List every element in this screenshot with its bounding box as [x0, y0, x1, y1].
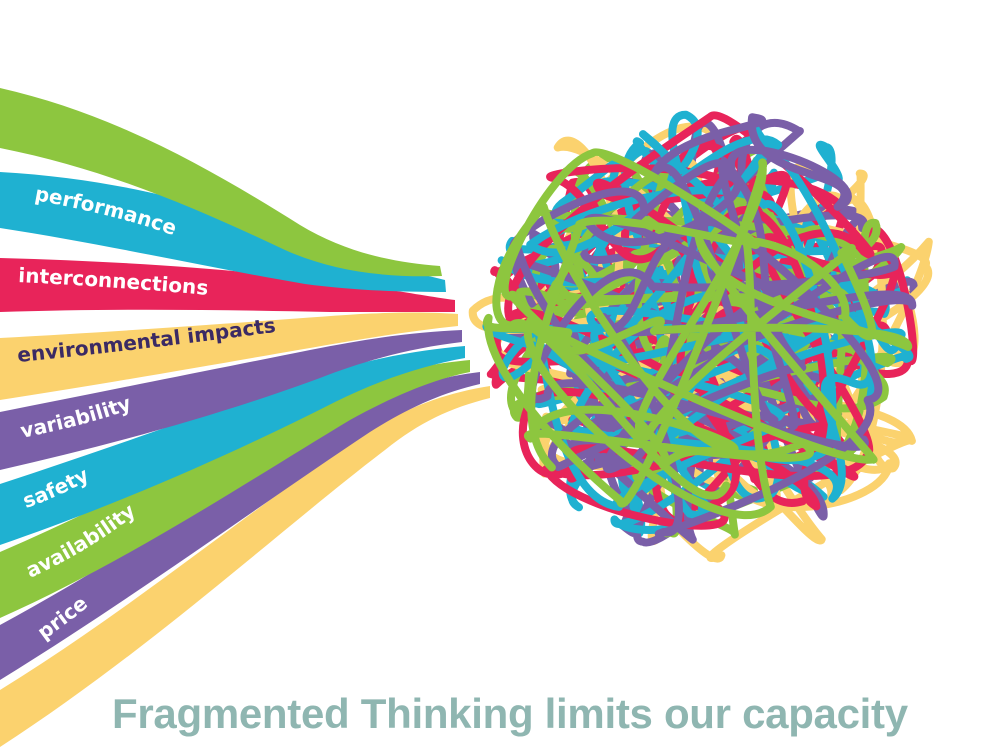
ribbon-variability [0, 330, 462, 470]
ribbon-yellow-bottom [0, 386, 490, 747]
ribbon-interconnections [0, 258, 455, 312]
ribbon-green-top [0, 88, 442, 277]
ribbon-environmental-impacts [0, 312, 458, 400]
ribbon-price [0, 372, 480, 680]
caption-text: Fragmented Thinking limits our capacity [112, 690, 908, 737]
yarn-strand-green [483, 147, 913, 519]
yarn-strand-purple [509, 113, 917, 538]
ribbon-availability [0, 360, 470, 618]
ribbon-safety [0, 346, 465, 545]
